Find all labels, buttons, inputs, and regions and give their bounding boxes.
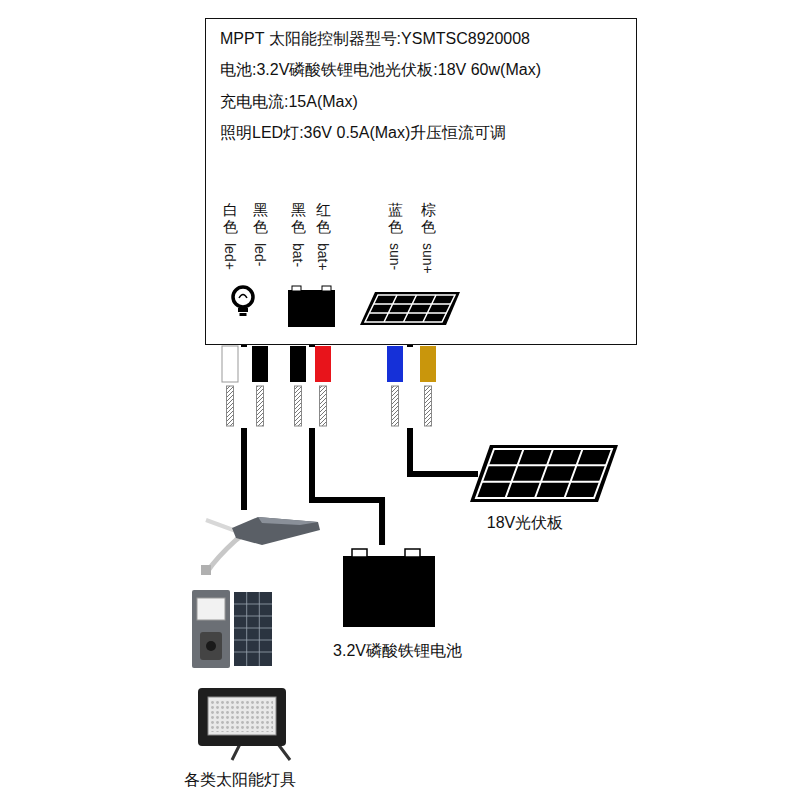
bulb-base	[240, 313, 247, 316]
wire-strand	[295, 386, 302, 426]
wall-lamp-sensor	[206, 641, 216, 651]
wire-color-label: 棕色	[421, 202, 436, 235]
wire-strand	[227, 386, 234, 426]
wire-color-label: 黑色	[253, 202, 268, 235]
battery-icon	[288, 290, 335, 327]
wire-color-label: 白色	[223, 202, 238, 235]
wall-lamp	[192, 590, 230, 668]
controller-box: MPPT 太阳能控制器型号:YSMTSC8920008电池:3.2V磷酸铁锂电池…	[205, 18, 637, 345]
floodlight	[198, 688, 286, 746]
battery-terminal	[405, 549, 420, 557]
wire-signal-label: bat+	[315, 243, 331, 271]
wall-lamp-panel-grid	[234, 592, 272, 666]
floodlight-leds	[211, 700, 273, 732]
node-text: 照明LED灯:36V 0.5A(Max)升压恒流可调	[220, 117, 506, 148]
bulb-icon	[233, 287, 253, 307]
wire-black	[252, 346, 268, 382]
node-text: 电池:3.2V磷酸铁锂电池光伏板:18V 60w(Max)	[220, 54, 541, 85]
street-lamp-head	[232, 517, 320, 545]
bulb-base	[238, 308, 248, 312]
wall-lamp-sensor	[200, 632, 222, 660]
wire-strand	[392, 386, 399, 426]
battery-terminal	[352, 549, 367, 557]
battery-node: 3.2V磷酸铁锂电池	[325, 545, 470, 661]
node-text: MPPT 太阳能控制器	[220, 23, 365, 54]
battery-terminal	[322, 286, 331, 291]
solar-panel-node: 18V光伏板	[478, 440, 572, 533]
node-text: 充电电流:15A(Max)	[220, 86, 358, 117]
floodlight-panel	[208, 697, 276, 735]
wire-black	[290, 346, 306, 382]
solar-panel-grid	[370, 295, 451, 322]
wall-lamp-panel	[234, 592, 272, 666]
solar-panel	[470, 445, 618, 502]
lamp-arm	[206, 520, 236, 531]
wire-white	[222, 346, 238, 382]
wall-lamp-led	[197, 598, 225, 620]
bulb-filament	[239, 295, 247, 299]
wire-signal-label: sun-	[387, 243, 403, 270]
wire-strand	[257, 386, 264, 426]
wire-color-label: 蓝色	[388, 202, 403, 235]
wire-signal-label: sun+	[420, 243, 436, 274]
wire-red	[315, 346, 331, 382]
solar-panel-grid	[476, 449, 612, 498]
street-lamp-head	[258, 517, 318, 525]
solar-panel-grid	[365, 295, 455, 322]
wire-signal-label: led+	[222, 243, 238, 270]
node-text: 各类太阳能灯具	[184, 770, 296, 790]
wire-blue	[387, 346, 403, 382]
floodlight-stand	[232, 744, 290, 760]
wire-color-label: 红色	[316, 202, 331, 235]
wire-strand	[425, 386, 432, 426]
wire-signal-label: led-	[252, 243, 268, 266]
wire-strand	[320, 386, 327, 426]
node-text: 18V光伏板	[487, 513, 563, 533]
solar-panel-icon	[360, 292, 460, 325]
battery-terminal	[292, 286, 301, 291]
wire-signal-label: bat-	[290, 243, 306, 267]
battery	[343, 556, 435, 627]
wire-color-label: 黑色	[291, 202, 306, 235]
node-text: 型号:YSMTSC8920008	[365, 23, 530, 54]
solar-panel-grid	[482, 449, 606, 498]
lamp-bracket	[201, 565, 211, 575]
wire-brown	[420, 346, 436, 382]
lamps-node: 各类太阳能灯具	[160, 510, 320, 790]
node-text: 3.2V磷酸铁锂电池	[333, 641, 462, 661]
wire-ground	[215, 347, 445, 428]
